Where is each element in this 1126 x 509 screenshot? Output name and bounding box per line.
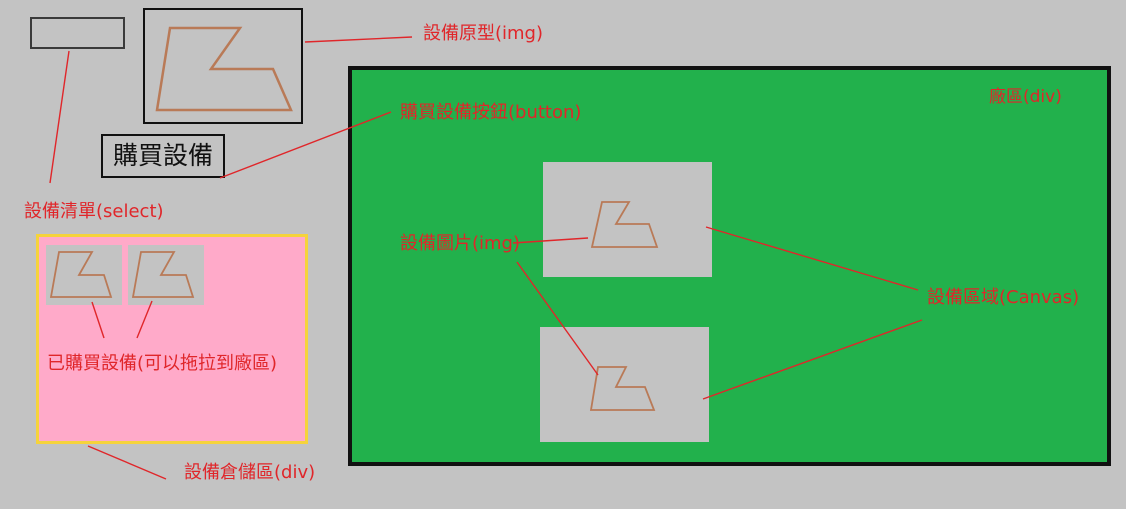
label-equipment-img: 設備圖片(img) [400,233,521,254]
equipment-select[interactable] [30,17,125,49]
equipment-storage [36,234,308,444]
purchased-equipment-item[interactable] [128,245,204,305]
equipment-shape-icon [590,201,659,248]
buy-equipment-button[interactable]: 購買設備 [101,134,225,178]
label-equipment-canvas: 設備區域(Canvas) [927,287,1080,308]
label-purchased-equipment: 已購買設備(可以拖拉到廠區) [47,353,278,374]
label-storage-div: 設備倉儲區(div) [184,462,316,483]
purchased-equipment-item[interactable] [46,245,122,305]
label-select-list: 設備清單(select) [24,201,164,222]
equipment-canvas[interactable] [543,162,712,277]
equipment-canvas[interactable] [540,327,709,442]
equipment-shape-icon [49,251,113,298]
label-buy-button: 購買設備按鈕(button) [400,102,582,123]
equipment-shape-icon [589,366,656,411]
factory-area [348,66,1111,466]
prototype-shape-icon [155,26,293,112]
label-prototype-img: 設備原型(img) [423,23,544,44]
label-factory-div: 廠區(div) [989,87,1062,107]
equipment-prototype-image [143,8,303,124]
equipment-shape-icon [131,251,195,298]
